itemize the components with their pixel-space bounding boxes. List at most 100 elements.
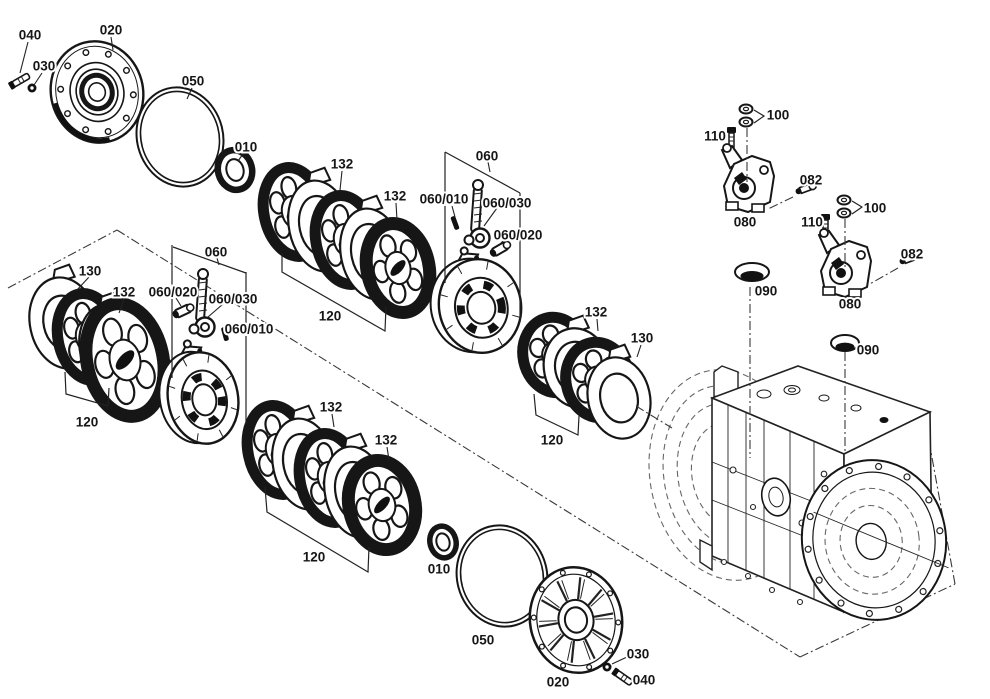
- spoke: [540, 599, 560, 612]
- disc-hub-slot: [390, 260, 406, 276]
- cover-bolt-hole: [104, 127, 112, 135]
- screw-thread: [473, 220, 483, 223]
- roller-060-020: [172, 303, 195, 319]
- lever-eye: [722, 143, 732, 153]
- screw-thread: [473, 206, 483, 209]
- flange-bolt-hole: [936, 527, 944, 535]
- rim-tick: [182, 359, 188, 367]
- cover-bolt-hole: [82, 126, 90, 134]
- adjuster-screw-060-030: [188, 268, 216, 338]
- lever-pivot: [182, 339, 192, 349]
- housing-port: [850, 404, 862, 412]
- housing-port: [818, 394, 830, 402]
- label-leader-130: [76, 276, 90, 291]
- thread: [17, 78, 22, 84]
- flange-bolt-hole: [815, 576, 823, 584]
- spoke: [592, 628, 612, 641]
- flange-ghost-circle: [824, 487, 920, 595]
- cap-base: [835, 342, 855, 352]
- housing-oval-opening-inner: [768, 486, 784, 508]
- label-leader-010: [237, 153, 244, 162]
- flange-bolt-hole: [919, 587, 927, 596]
- cover-bolt-hole: [57, 85, 65, 93]
- centerlines: [635, 128, 899, 458]
- rim-tick: [174, 415, 181, 421]
- cover-bolt-hole: [122, 66, 130, 74]
- centerline: [867, 267, 899, 286]
- wheel-hub-bore: [563, 606, 589, 634]
- wheel-bolt-hole: [538, 643, 545, 650]
- nut-bore: [605, 665, 609, 669]
- part-label-010-22: 010: [428, 562, 451, 577]
- cover-bolt-hole: [129, 91, 137, 99]
- screw-nut: [463, 234, 475, 246]
- label-leader-132: [395, 202, 398, 221]
- roller-end: [489, 249, 497, 257]
- pressure-plate-assembly: [429, 246, 523, 355]
- part-label-120-18: 120: [76, 415, 99, 430]
- actuator-piston: [836, 268, 846, 278]
- part-label-130-28: 130: [631, 331, 654, 346]
- spoke: [593, 612, 614, 618]
- wheel-bolt-hole: [530, 614, 537, 621]
- actuator-assembly-080: [720, 143, 776, 214]
- spoked-hub-020: [528, 565, 624, 675]
- seal-inner: [435, 532, 451, 552]
- label-leader-130: [636, 344, 642, 358]
- part-label-060-14: 060: [205, 245, 228, 260]
- disc-hub-slot: [115, 350, 135, 370]
- bolt-head: [727, 127, 736, 133]
- breather-cap-090: [734, 262, 770, 282]
- spoke: [587, 588, 603, 606]
- spoke-shade: [539, 620, 557, 622]
- flange-bolt-hole: [875, 462, 883, 471]
- plate-inner: [599, 372, 639, 424]
- roller-060-020: [489, 240, 512, 257]
- label-leader-060/020: [498, 239, 505, 246]
- actuator-shade: [734, 172, 747, 185]
- label-leader-132: [386, 446, 390, 461]
- spoke-shade: [580, 579, 586, 599]
- actuator-shade: [831, 257, 844, 270]
- label-leader-060/030: [483, 207, 498, 227]
- part-label-082-36: 082: [901, 247, 924, 262]
- rim-tick: [512, 314, 520, 318]
- mount-lug: [822, 286, 836, 296]
- rim-tick: [225, 375, 232, 381]
- mount-lug: [725, 201, 739, 211]
- pressure-plate-assembly: [158, 339, 240, 445]
- rim-tick: [218, 429, 224, 437]
- wheel-bolt-hole: [560, 662, 567, 669]
- label-leader-060/020: [175, 297, 182, 307]
- fitting-end: [912, 251, 921, 261]
- screw-eye-bore: [475, 233, 485, 243]
- part-label-090-38: 090: [755, 284, 778, 299]
- housing-boss: [768, 586, 776, 594]
- rim-tick: [446, 324, 453, 330]
- flange-ghost-circle: [839, 504, 903, 578]
- cover-bolt-hole: [122, 114, 130, 122]
- part-label-060/030-10: 060/030: [483, 196, 532, 211]
- screw-shaft: [470, 186, 483, 233]
- part-label-060/020-11: 060/020: [494, 228, 543, 243]
- part-label-120-7: 120: [319, 309, 342, 324]
- part-label-082-32: 082: [800, 173, 823, 188]
- washer-pair-bracket: [851, 200, 864, 215]
- rim-tick: [471, 342, 474, 351]
- actuator-piston: [739, 183, 749, 193]
- seal-outer: [427, 523, 459, 561]
- screw-thread: [198, 302, 208, 305]
- washer-bore: [742, 106, 750, 112]
- part-label-132-20: 132: [375, 433, 398, 448]
- cover-bolt-hole: [104, 50, 112, 58]
- bolt-head: [611, 667, 620, 677]
- screw-head: [472, 179, 484, 191]
- label-leader-132: [339, 170, 343, 191]
- fitting-082: [899, 251, 921, 265]
- spoke-shade: [561, 580, 570, 600]
- flange-bolt-hole: [806, 512, 814, 521]
- spoke: [570, 640, 575, 663]
- part-label-060/020-15: 060/020: [149, 285, 198, 300]
- label-leader-030: [33, 72, 43, 86]
